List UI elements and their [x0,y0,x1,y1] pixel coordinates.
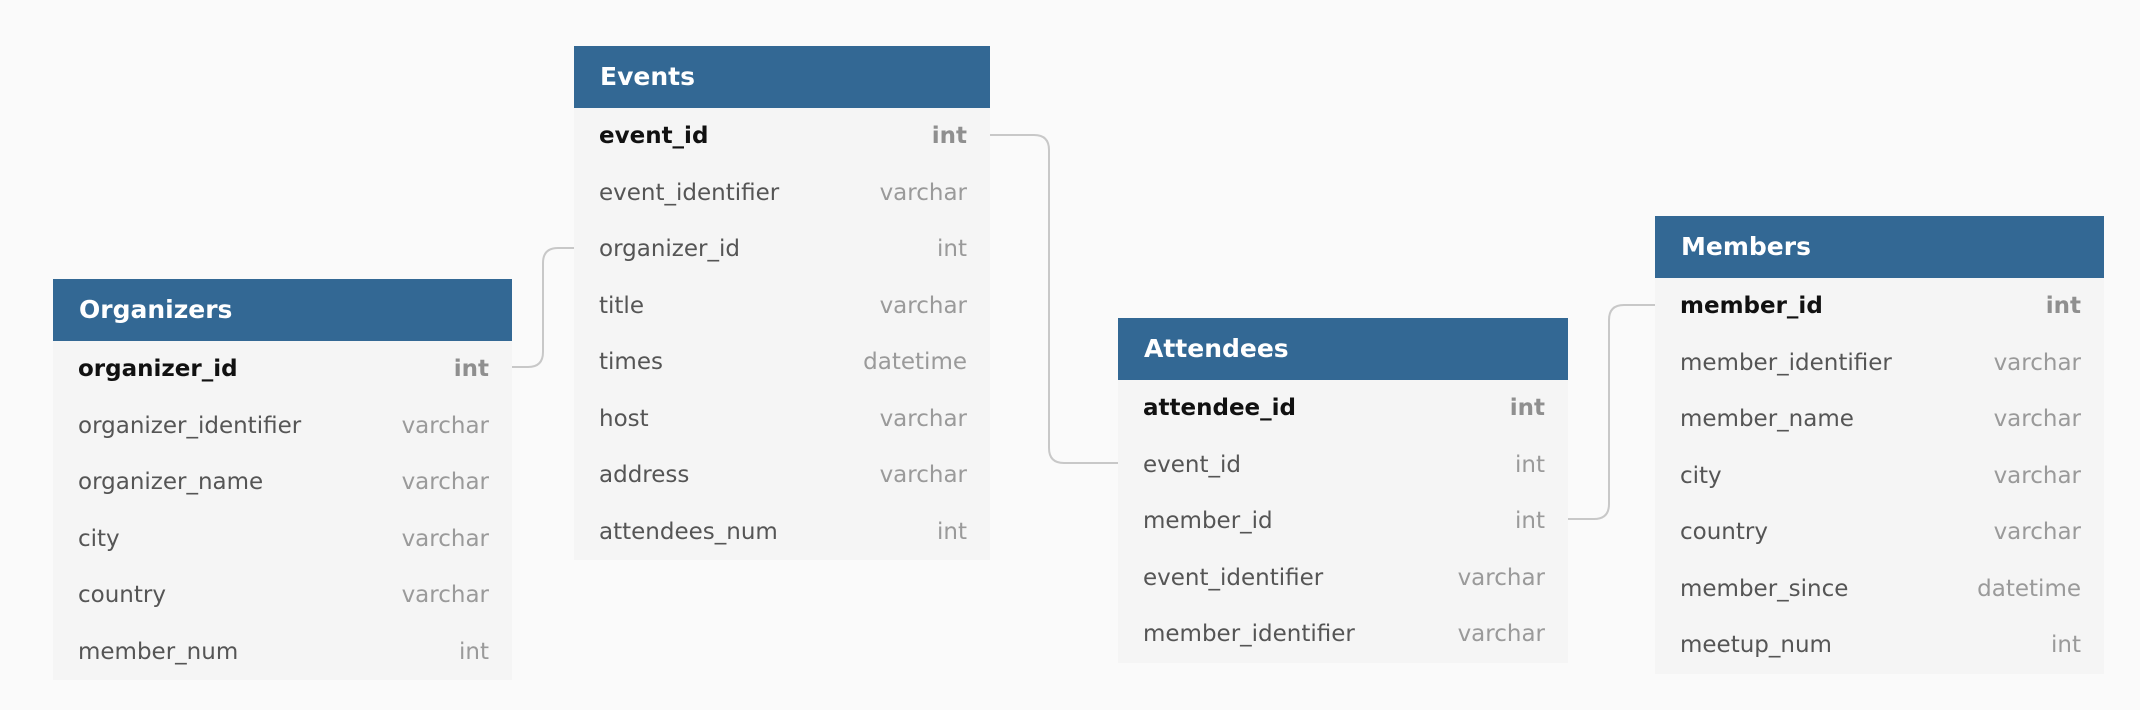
column-row[interactable]: host varchar [574,391,990,448]
column-row[interactable]: country varchar [1655,504,2104,561]
column-row[interactable]: event_identifier varchar [1118,550,1568,607]
column-type: int [453,356,489,383]
column-name: meetup_num [1680,632,1832,659]
column-name: address [599,462,690,489]
column-type: varchar [879,462,967,489]
column-name: member_id [1143,508,1273,535]
column-type: int [1509,395,1545,422]
column-type: int [2051,632,2081,659]
column-type: int [937,236,967,263]
column-type: varchar [401,412,489,439]
column-row[interactable]: member_num int [53,624,512,681]
column-type: varchar [1993,406,2081,433]
column-name: organizer_identifier [78,412,302,439]
column-type: varchar [879,405,967,432]
column-type: int [2045,293,2081,320]
column-type: varchar [879,292,967,319]
column-type: varchar [1993,519,2081,546]
table-members[interactable]: Members member_id int member_identifier … [1655,216,2104,674]
column-name: title [599,292,644,319]
column-row[interactable]: member_id int [1118,493,1568,550]
table-organizers[interactable]: Organizers organizer_id int organizer_id… [53,279,512,680]
column-name: country [1680,519,1768,546]
column-type: int [931,123,967,150]
table-attendees[interactable]: Attendees attendee_id int event_id int m… [1118,318,1568,663]
column-type: int [1515,508,1545,535]
column-row[interactable]: country varchar [53,567,512,624]
column-type: datetime [1977,575,2081,602]
connector-organizers-events [512,247,574,368]
column-row[interactable]: member_id int [1655,278,2104,335]
column-type: varchar [1457,621,1545,648]
column-row[interactable]: member_identifier varchar [1655,335,2104,392]
column-type: int [459,638,489,665]
table-title[interactable]: Organizers [53,279,512,341]
table-events[interactable]: Events event_id int event_identifier var… [574,46,990,560]
column-name: member_identifier [1680,349,1892,376]
column-row[interactable]: meetup_num int [1655,617,2104,674]
column-type: int [937,518,967,545]
column-name: attendees_num [599,518,778,545]
column-row[interactable]: city varchar [53,511,512,568]
column-name: member_num [78,638,239,665]
column-name: organizer_name [78,469,264,496]
column-name: member_since [1680,575,1849,602]
column-name: times [599,349,663,376]
column-type: varchar [1993,462,2081,489]
column-name: event_id [599,123,709,150]
column-row[interactable]: event_id int [574,108,990,165]
column-row[interactable]: city varchar [1655,448,2104,505]
column-row[interactable]: organizer_identifier varchar [53,398,512,455]
column-type: varchar [1457,564,1545,591]
column-row[interactable]: attendee_id int [1118,380,1568,437]
column-row[interactable]: organizer_id int [53,341,512,398]
column-name: host [599,405,649,432]
column-type: varchar [401,525,489,552]
column-name: city [78,525,120,552]
column-type: varchar [1993,349,2081,376]
column-type: varchar [879,179,967,206]
column-name: event_identifier [1143,564,1324,591]
table-title[interactable]: Events [574,46,990,108]
column-name: member_name [1680,406,1854,433]
column-row[interactable]: member_identifier varchar [1118,606,1568,663]
column-type: varchar [401,469,489,496]
column-row[interactable]: organizer_name varchar [53,454,512,511]
column-type: varchar [401,582,489,609]
column-name: country [78,582,166,609]
column-name: member_identifier [1143,621,1355,648]
column-row[interactable]: times datetime [574,334,990,391]
column-type: int [1515,451,1545,478]
table-title[interactable]: Attendees [1118,318,1568,380]
column-type: datetime [863,349,967,376]
column-row[interactable]: event_identifier varchar [574,165,990,222]
column-row[interactable]: address varchar [574,447,990,504]
column-name: member_id [1680,293,1823,320]
column-row[interactable]: member_name varchar [1655,391,2104,448]
connector-events-attendees [990,134,1118,464]
column-name: attendee_id [1143,395,1296,422]
column-name: city [1680,462,1722,489]
column-name: event_id [1143,451,1241,478]
column-row[interactable]: attendees_num int [574,504,990,561]
column-row[interactable]: title varchar [574,278,990,335]
column-row[interactable]: event_id int [1118,437,1568,494]
table-title[interactable]: Members [1655,216,2104,278]
column-name: event_identifier [599,179,780,206]
column-row[interactable]: organizer_id int [574,221,990,278]
column-name: organizer_id [599,236,740,263]
column-name: organizer_id [78,356,238,383]
connector-attendees-members [1568,304,1655,520]
column-row[interactable]: member_since datetime [1655,561,2104,618]
